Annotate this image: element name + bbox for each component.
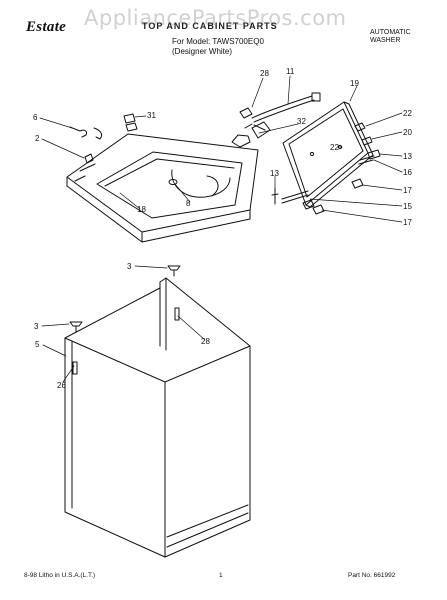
callout-label: 2 bbox=[35, 134, 40, 143]
leader-lines bbox=[39, 75, 403, 383]
callout-label: 17 bbox=[403, 186, 412, 195]
callout-label: 8 bbox=[186, 199, 191, 208]
callout-label: 17 bbox=[403, 218, 412, 227]
product-type-line1: AUTOMATIC bbox=[370, 29, 411, 36]
callout-label: 31 bbox=[147, 111, 156, 120]
callout-label: 19 bbox=[350, 79, 359, 88]
callout-label: 28 bbox=[201, 337, 210, 346]
cabinet-screws bbox=[72, 307, 180, 375]
callout-label: 26 bbox=[57, 381, 66, 390]
callout-label: 13 bbox=[270, 169, 279, 178]
washer-cabinet bbox=[64, 277, 251, 558]
callout-label: 20 bbox=[403, 128, 412, 137]
lid-hinge-hardware bbox=[271, 122, 381, 215]
callout-label: 3 bbox=[127, 262, 132, 271]
callout-numbers: 28 11 19 6 31 22 32 20 2 22 13 16 18 8 1… bbox=[33, 67, 412, 390]
footer-print-info: 8-98 Litho in U.S.A.(L.T.) bbox=[24, 572, 96, 579]
model-line: For Model: TAWS700EQ0 bbox=[172, 37, 264, 46]
product-type: AUTOMATIC WASHER bbox=[370, 29, 411, 45]
screw-icon bbox=[69, 265, 181, 333]
washer-top-panel bbox=[66, 133, 259, 243]
callout-label: 6 bbox=[33, 113, 38, 122]
callout-label: 18 bbox=[137, 205, 146, 214]
model-subtitle: For Model: TAWS700EQ0 (Designer White) bbox=[172, 37, 264, 57]
designer-line: (Designer White) bbox=[172, 47, 233, 56]
wire-harness bbox=[231, 92, 321, 148]
callout-label: 22 bbox=[403, 109, 412, 118]
brand-logo: Estate bbox=[26, 19, 67, 35]
page-title: TOP AND CABINET PARTS bbox=[142, 21, 278, 31]
callout-label: 13 bbox=[403, 152, 412, 161]
product-type-line2: WASHER bbox=[370, 37, 401, 44]
callout-label: 11 bbox=[286, 67, 295, 76]
callout-label: 3 bbox=[34, 322, 39, 331]
callout-label: 28 bbox=[260, 69, 269, 78]
callout-label: 22 bbox=[330, 143, 339, 152]
footer-part-number: Part No. 661992 bbox=[348, 572, 396, 579]
callout-label: 16 bbox=[403, 168, 412, 177]
watermark-text: AppliancePartsPros.com bbox=[84, 6, 347, 30]
callout-label: 32 bbox=[297, 117, 306, 126]
callout-label: 5 bbox=[35, 340, 40, 349]
callout-label: 15 bbox=[403, 202, 412, 211]
footer-page-number: 1 bbox=[219, 572, 223, 579]
hinge-parts bbox=[69, 113, 138, 164]
